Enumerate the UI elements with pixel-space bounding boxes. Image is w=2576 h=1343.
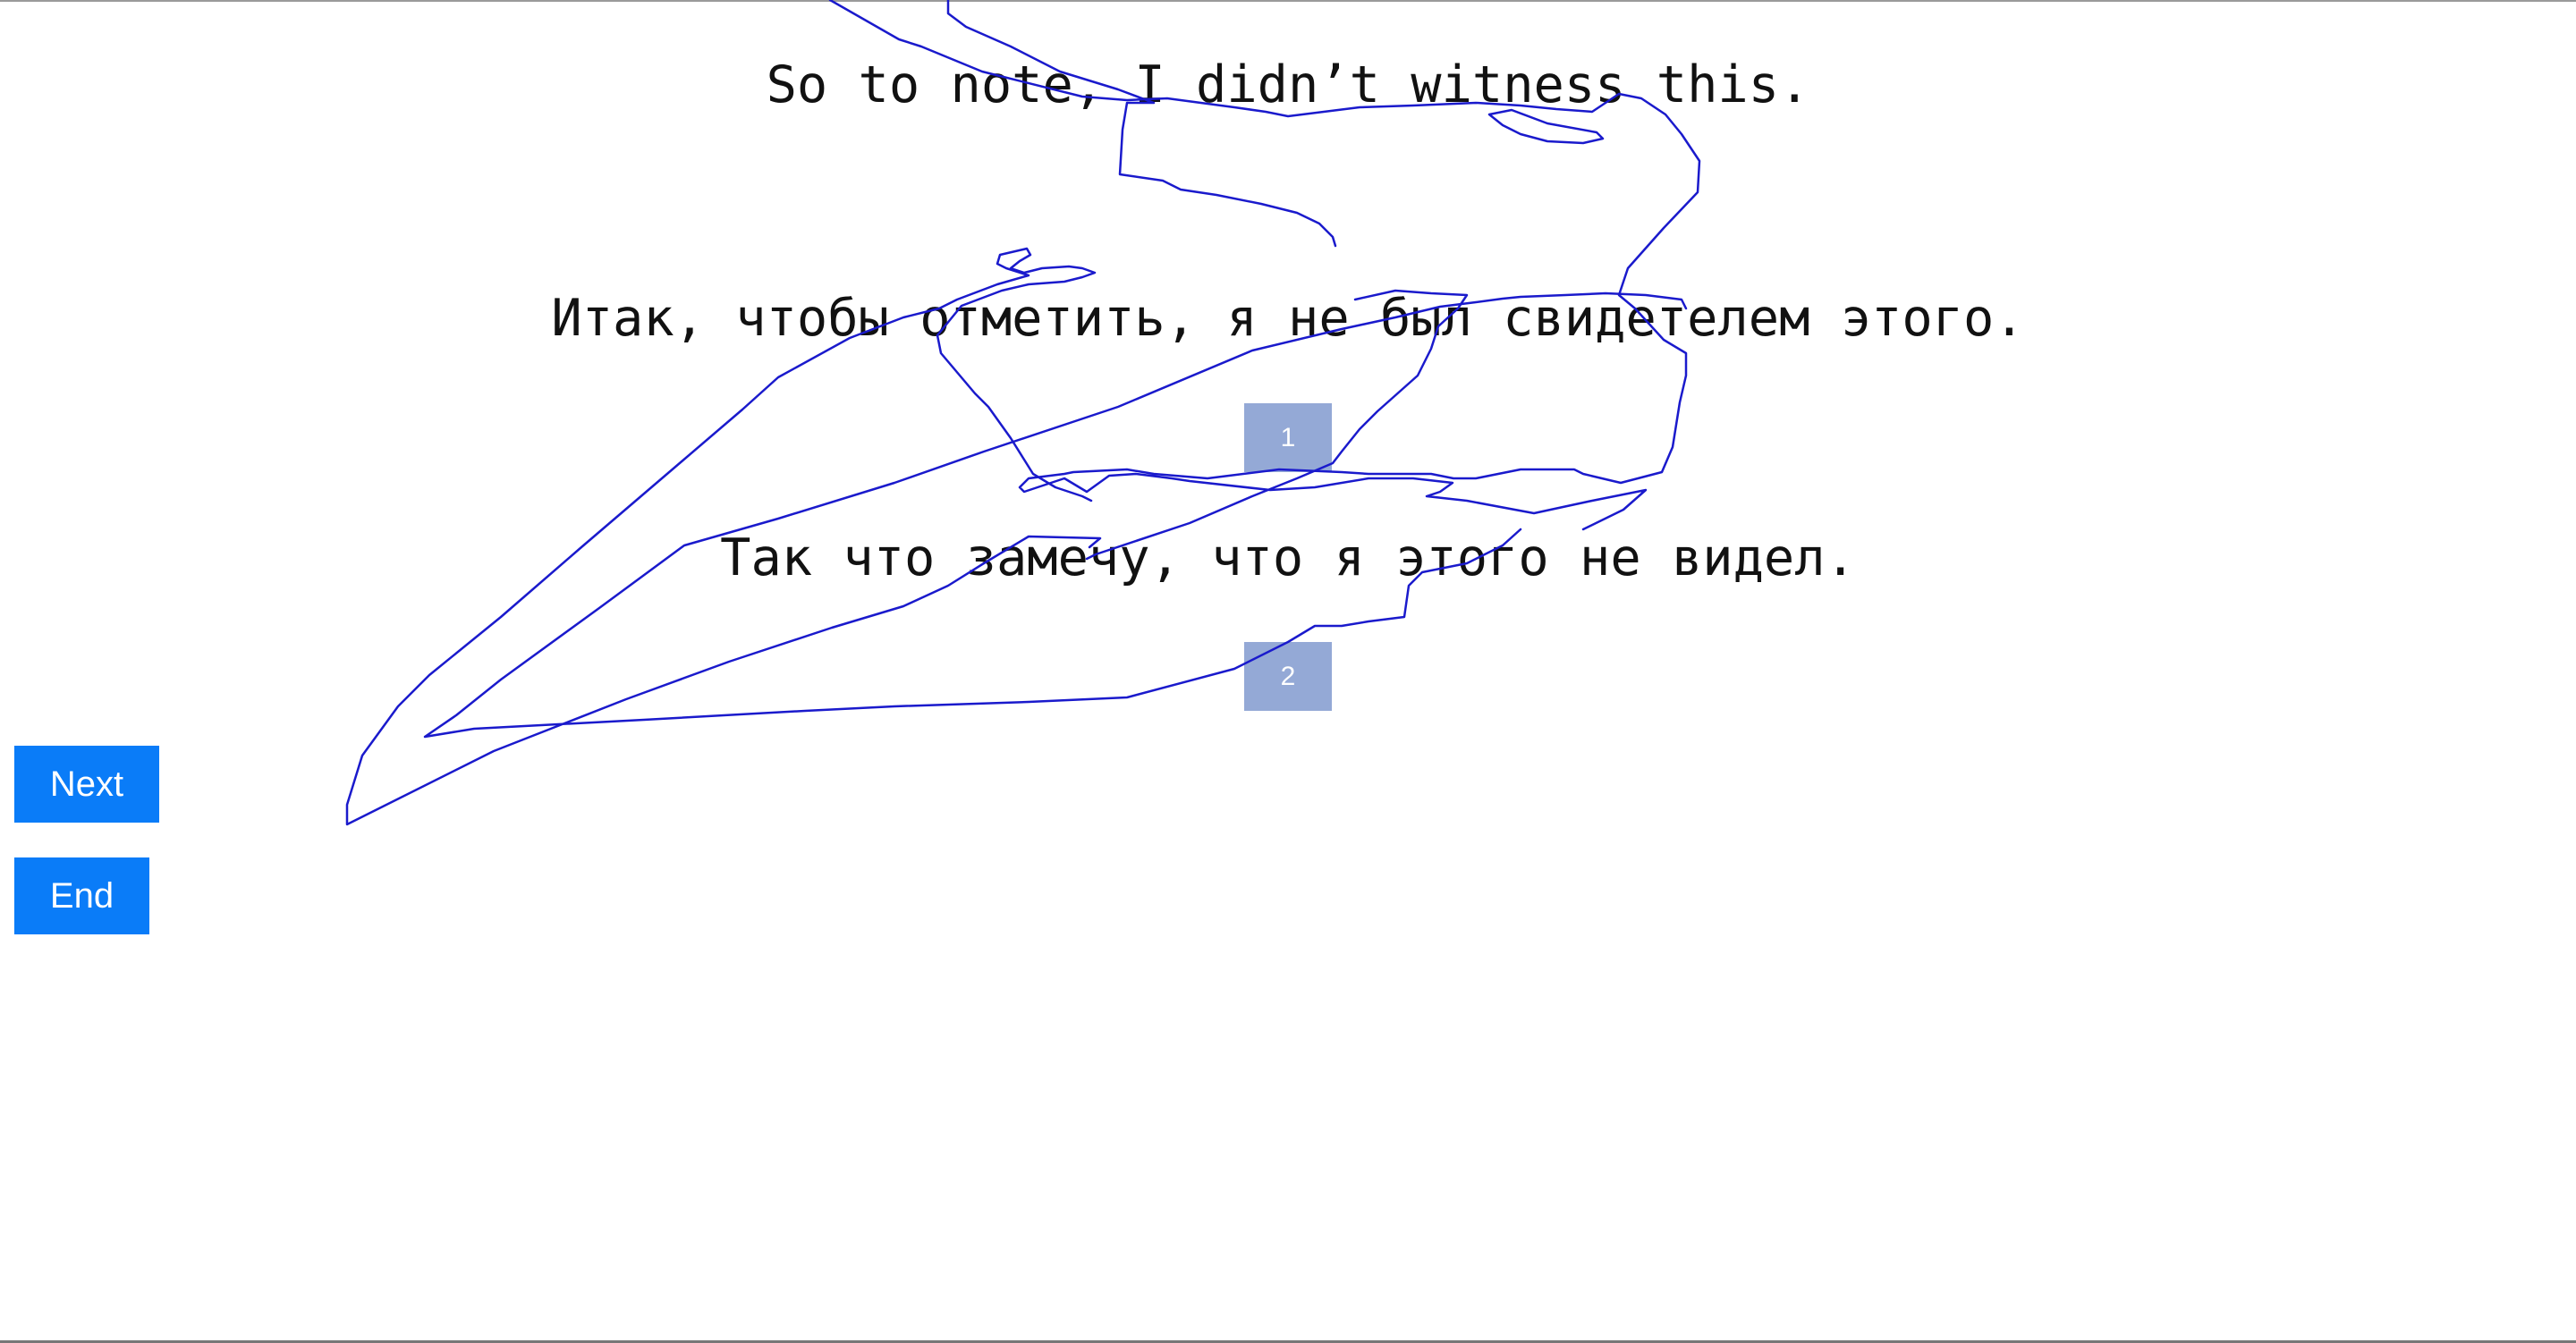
end-button[interactable]: End [14, 857, 149, 934]
source-sentence: So to note, I didn’t witness this. [766, 55, 1810, 114]
pen-stroke [423, 291, 1688, 739]
pen-stroke [946, 0, 1337, 248]
bottom-border [0, 1340, 2576, 1343]
option-2-number-box[interactable]: 2 [1244, 642, 1332, 711]
option-1-number-box[interactable]: 1 [1244, 403, 1332, 472]
top-border [0, 0, 2576, 2]
pen-stroke [1487, 108, 1605, 145]
next-button[interactable]: Next [14, 746, 159, 823]
translation-option-2: Так что замечу, что я этого не видел. [720, 528, 1856, 587]
translation-option-1: Итак, чтобы отметить, я не был свидетеле… [551, 289, 2025, 348]
